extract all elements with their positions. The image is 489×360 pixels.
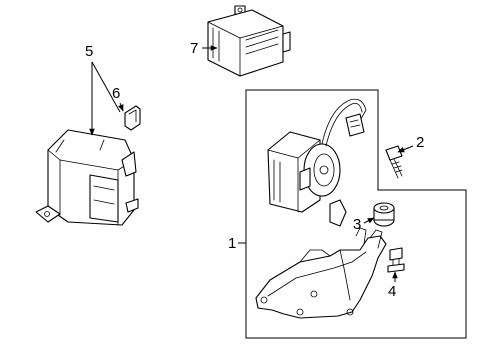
part-6-bracket-clip — [124, 105, 141, 131]
part-7-sensor-module — [207, 5, 291, 77]
part-3-grommet — [373, 202, 395, 227]
callout-1: 1 — [228, 235, 246, 252]
callout-2: 2 — [397, 134, 424, 153]
callout-6-label: 6 — [112, 85, 120, 102]
callout-2-label: 2 — [416, 134, 424, 151]
part-5-control-module — [35, 129, 139, 226]
part-4-stud — [387, 247, 405, 273]
callout-6: 6 — [112, 85, 124, 112]
assembly-frame — [245, 89, 467, 339]
part-1-actuator — [267, 98, 367, 227]
part-1-mounting-bracket — [255, 227, 387, 319]
callout-3: 3 — [353, 216, 375, 233]
callout-5: 5 — [85, 43, 121, 136]
callout-7: 7 — [190, 40, 218, 57]
part-2-bolt — [385, 145, 403, 179]
callout-5-label: 5 — [85, 43, 93, 60]
callout-4: 4 — [388, 271, 398, 300]
callout-1-label: 1 — [228, 235, 236, 252]
callout-7-label: 7 — [190, 40, 198, 57]
callout-4-label: 4 — [388, 283, 396, 300]
callout-3-label: 3 — [353, 216, 361, 233]
